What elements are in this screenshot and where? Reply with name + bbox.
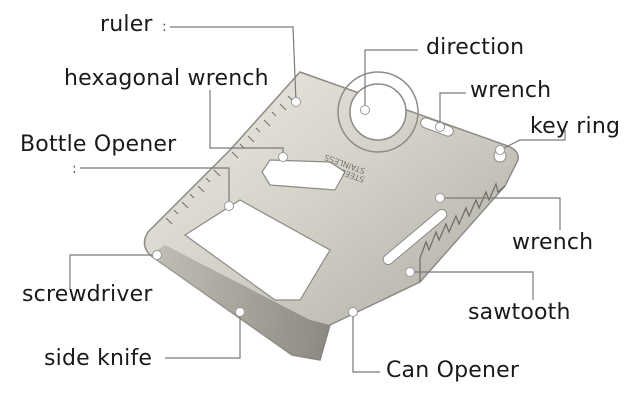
marker-direction — [360, 105, 370, 115]
marker-side-knife — [235, 307, 245, 317]
label-wrench-right: wrench — [512, 230, 594, 255]
label-side-knife: side knife — [44, 346, 153, 371]
leader-sawtooth — [410, 271, 534, 300]
label-wrench-top: wrench — [470, 78, 552, 103]
leader-screwdriver — [69, 254, 157, 290]
leader-lines — [69, 26, 566, 373]
label-ruler-mark: : — [162, 19, 167, 35]
marker-can-opener — [348, 307, 358, 317]
callout-markers — [152, 97, 505, 317]
leader-wrench-top — [439, 92, 466, 127]
marker-screwdriver — [152, 250, 162, 260]
leader-bottle-opener — [80, 167, 230, 206]
side-knife-edge — [150, 245, 330, 360]
compass-ring — [337, 71, 419, 153]
ruler-ticks — [165, 95, 293, 225]
marker-wrench-top — [435, 122, 445, 132]
leader-side-knife — [165, 312, 241, 359]
label-screwdriver: screwdriver — [22, 282, 153, 307]
label-bottle-opener-mark: : — [72, 161, 77, 177]
marker-bottle-opener — [224, 201, 234, 211]
leader-direction — [364, 49, 418, 110]
label-bottle-opener: Bottle Opener — [20, 132, 177, 157]
leader-ruler — [170, 26, 297, 103]
marker-wrench-right — [435, 193, 445, 203]
label-key-ring: key ring — [530, 114, 621, 139]
label-ruler: ruler — [100, 12, 153, 37]
leader-wrench-right — [440, 197, 561, 230]
marker-hex-wrench — [278, 152, 288, 162]
marker-key-ring — [495, 145, 505, 155]
compass-hole — [349, 83, 407, 141]
leader-can-opener — [352, 312, 380, 373]
bottle-opener-cutout — [261, 159, 346, 191]
marker-ruler — [291, 97, 301, 107]
label-direction: direction — [426, 35, 525, 60]
wrench-slot-right — [382, 209, 448, 265]
label-sawtooth: sawtooth — [468, 300, 571, 325]
marker-sawtooth — [405, 267, 415, 277]
label-hexagonal-wrench: hexagonal wrench — [64, 66, 269, 91]
leader-key-ring — [499, 130, 566, 151]
label-can-opener: Can Opener — [386, 358, 520, 383]
sawtooth-edge — [419, 182, 506, 282]
